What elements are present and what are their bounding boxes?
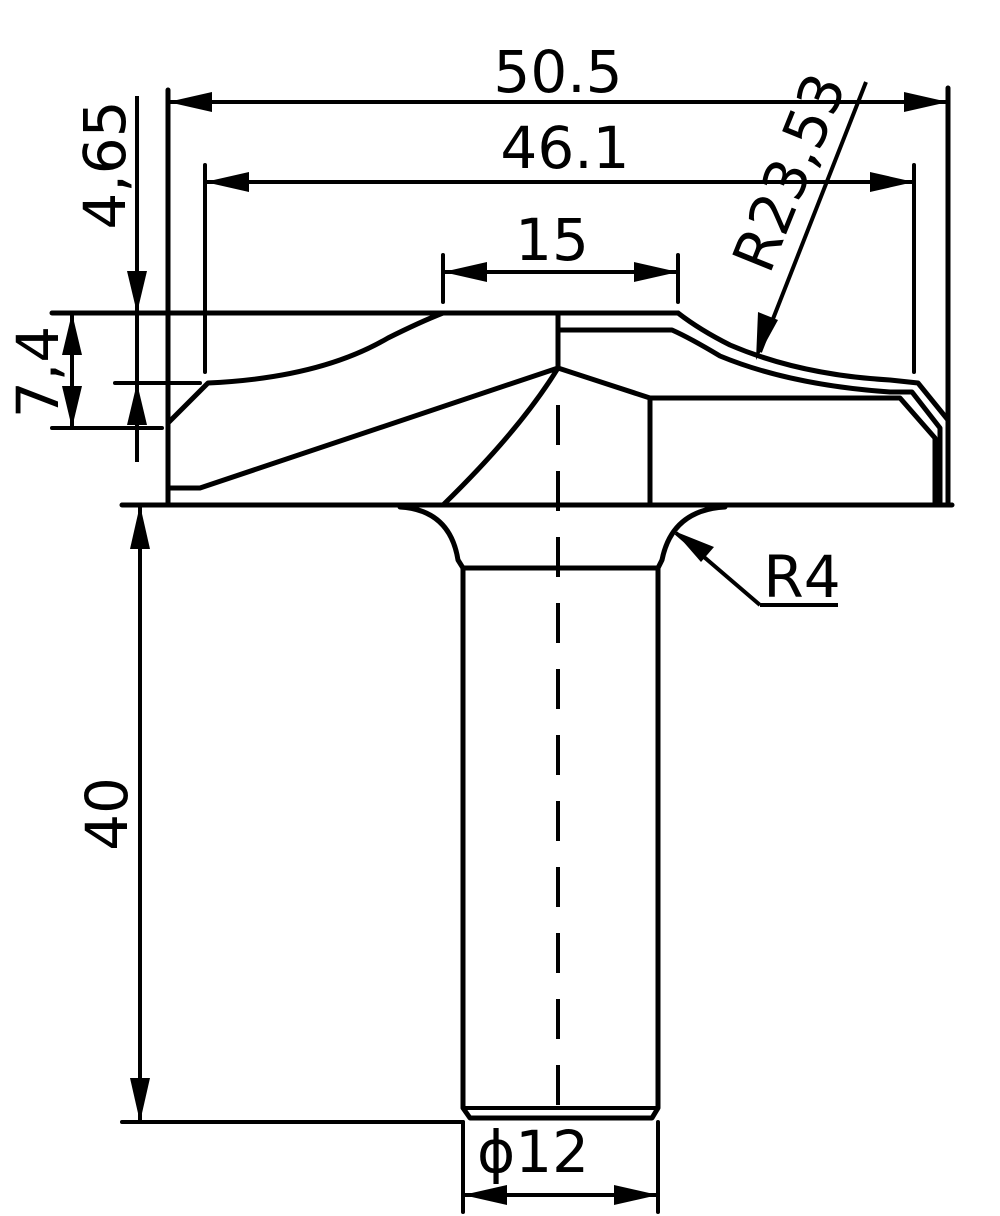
dim-shank-diameter-label: ϕ12	[477, 1118, 589, 1186]
dim-overall-width-label: 50.5	[493, 38, 622, 106]
dim-overall-width: 50.5	[168, 38, 948, 112]
dim-cutter-width: 46.1	[203, 114, 916, 374]
dim-profile-radius: R23,53	[719, 64, 868, 360]
dim-cutter-width-label: 46.1	[500, 114, 629, 182]
cutter-body	[49, 85, 955, 508]
dim-top-offset-label: 4,65	[71, 100, 139, 229]
dim-shank-diameter: ϕ12	[461, 1118, 660, 1214]
dim-top-flat: 15	[441, 206, 680, 304]
dim-shank-length-label: 40	[73, 777, 141, 851]
shank	[397, 504, 728, 1121]
dim-top-flat-label: 15	[515, 206, 589, 274]
dim-shank-length: 40	[73, 505, 465, 1124]
dim-profile-radius-label: R23,53	[719, 64, 859, 281]
dim-edge-height: 7,4	[4, 313, 202, 430]
dim-fillet-radius-label: R4	[763, 543, 840, 611]
dim-fillet-radius: R4	[674, 531, 841, 611]
dim-edge-height-label: 7,4	[4, 326, 72, 418]
dim-top-offset: 4,65	[71, 96, 147, 462]
